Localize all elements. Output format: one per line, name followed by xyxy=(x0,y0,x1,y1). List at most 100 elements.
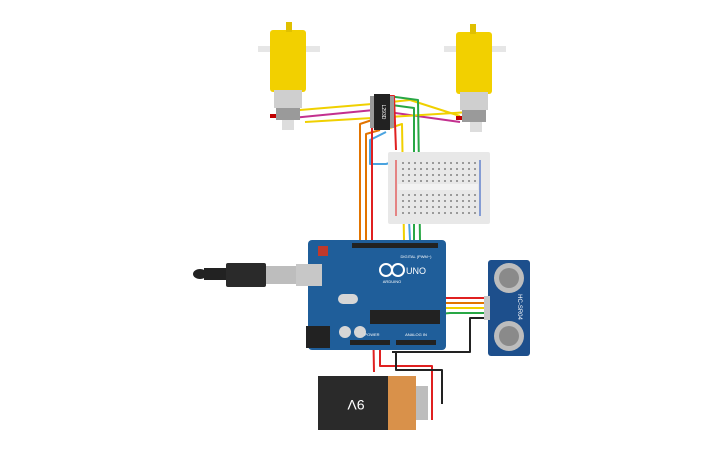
breadboard-hole[interactable] xyxy=(408,180,410,182)
breadboard-hole[interactable] xyxy=(456,174,458,176)
breadboard-hole[interactable] xyxy=(432,194,434,196)
breadboard-hole[interactable] xyxy=(450,162,452,164)
breadboard-hole[interactable] xyxy=(402,200,404,202)
breadboard-hole[interactable] xyxy=(438,200,440,202)
breadboard-hole[interactable] xyxy=(420,168,422,170)
breadboard-hole[interactable] xyxy=(402,180,404,182)
breadboard-hole[interactable] xyxy=(468,206,470,208)
breadboard-hole[interactable] xyxy=(462,206,464,208)
breadboard-hole[interactable] xyxy=(474,194,476,196)
breadboard-hole[interactable] xyxy=(414,174,416,176)
breadboard-hole[interactable] xyxy=(468,200,470,202)
breadboard-hole[interactable] xyxy=(456,212,458,214)
reset-button[interactable] xyxy=(318,246,328,256)
breadboard-hole[interactable] xyxy=(450,212,452,214)
breadboard[interactable] xyxy=(388,152,490,224)
breadboard-hole[interactable] xyxy=(456,180,458,182)
breadboard-hole[interactable] xyxy=(402,206,404,208)
breadboard-hole[interactable] xyxy=(414,180,416,182)
breadboard-hole[interactable] xyxy=(444,162,446,164)
breadboard-hole[interactable] xyxy=(474,168,476,170)
breadboard-hole[interactable] xyxy=(426,212,428,214)
breadboard-hole[interactable] xyxy=(474,200,476,202)
breadboard-hole[interactable] xyxy=(432,200,434,202)
breadboard-hole[interactable] xyxy=(426,168,428,170)
breadboard-hole[interactable] xyxy=(474,174,476,176)
breadboard-hole[interactable] xyxy=(426,206,428,208)
usb-cable[interactable] xyxy=(193,263,296,287)
breadboard-hole[interactable] xyxy=(420,206,422,208)
breadboard-hole[interactable] xyxy=(432,168,434,170)
breadboard-hole[interactable] xyxy=(438,212,440,214)
breadboard-hole[interactable] xyxy=(402,168,404,170)
breadboard-hole[interactable] xyxy=(414,162,416,164)
breadboard-hole[interactable] xyxy=(420,194,422,196)
breadboard-hole[interactable] xyxy=(408,212,410,214)
breadboard-hole[interactable] xyxy=(408,194,410,196)
dc-motor-left[interactable] xyxy=(258,22,320,130)
breadboard-hole[interactable] xyxy=(438,174,440,176)
breadboard-hole[interactable] xyxy=(468,168,470,170)
breadboard-hole[interactable] xyxy=(468,194,470,196)
breadboard-hole[interactable] xyxy=(456,168,458,170)
breadboard-hole[interactable] xyxy=(468,162,470,164)
breadboard-hole[interactable] xyxy=(438,206,440,208)
breadboard-hole[interactable] xyxy=(426,174,428,176)
breadboard-hole[interactable] xyxy=(462,180,464,182)
breadboard-hole[interactable] xyxy=(474,212,476,214)
breadboard-hole[interactable] xyxy=(438,194,440,196)
breadboard-hole[interactable] xyxy=(450,180,452,182)
dc-motor-right[interactable] xyxy=(444,24,506,132)
breadboard-hole[interactable] xyxy=(420,180,422,182)
breadboard-hole[interactable] xyxy=(402,174,404,176)
breadboard-hole[interactable] xyxy=(408,162,410,164)
breadboard-hole[interactable] xyxy=(408,206,410,208)
breadboard-hole[interactable] xyxy=(456,206,458,208)
breadboard-hole[interactable] xyxy=(468,212,470,214)
breadboard-hole[interactable] xyxy=(426,162,428,164)
breadboard-hole[interactable] xyxy=(408,174,410,176)
breadboard-hole[interactable] xyxy=(444,174,446,176)
breadboard-hole[interactable] xyxy=(450,200,452,202)
breadboard-hole[interactable] xyxy=(408,200,410,202)
breadboard-hole[interactable] xyxy=(432,180,434,182)
breadboard-hole[interactable] xyxy=(420,212,422,214)
breadboard-hole[interactable] xyxy=(450,206,452,208)
breadboard-hole[interactable] xyxy=(468,174,470,176)
breadboard-hole[interactable] xyxy=(462,200,464,202)
breadboard-hole[interactable] xyxy=(474,162,476,164)
breadboard-hole[interactable] xyxy=(444,200,446,202)
breadboard-hole[interactable] xyxy=(414,194,416,196)
breadboard-hole[interactable] xyxy=(438,162,440,164)
breadboard-hole[interactable] xyxy=(444,206,446,208)
breadboard-hole[interactable] xyxy=(462,168,464,170)
breadboard-hole[interactable] xyxy=(444,212,446,214)
breadboard-hole[interactable] xyxy=(402,194,404,196)
breadboard-hole[interactable] xyxy=(414,200,416,202)
arduino-uno[interactable]: ARDUINO UNO DIGITAL (PWM~) POWER ANALOG … xyxy=(296,240,446,350)
breadboard-hole[interactable] xyxy=(420,200,422,202)
breadboard-hole[interactable] xyxy=(456,162,458,164)
breadboard-hole[interactable] xyxy=(426,194,428,196)
breadboard-hole[interactable] xyxy=(450,174,452,176)
breadboard-hole[interactable] xyxy=(402,212,404,214)
breadboard-hole[interactable] xyxy=(456,200,458,202)
breadboard-hole[interactable] xyxy=(414,212,416,214)
breadboard-hole[interactable] xyxy=(474,180,476,182)
breadboard-hole[interactable] xyxy=(432,162,434,164)
breadboard-hole[interactable] xyxy=(438,168,440,170)
breadboard-hole[interactable] xyxy=(462,174,464,176)
breadboard-hole[interactable] xyxy=(432,206,434,208)
breadboard-hole[interactable] xyxy=(426,200,428,202)
motor-driver-chip[interactable]: L293D xyxy=(370,94,394,130)
breadboard-hole[interactable] xyxy=(414,206,416,208)
breadboard-hole[interactable] xyxy=(462,194,464,196)
breadboard-hole[interactable] xyxy=(420,162,422,164)
breadboard-hole[interactable] xyxy=(426,180,428,182)
breadboard-hole[interactable] xyxy=(432,174,434,176)
breadboard-hole[interactable] xyxy=(450,168,452,170)
breadboard-hole[interactable] xyxy=(474,206,476,208)
breadboard-hole[interactable] xyxy=(402,162,404,164)
breadboard-hole[interactable] xyxy=(444,168,446,170)
